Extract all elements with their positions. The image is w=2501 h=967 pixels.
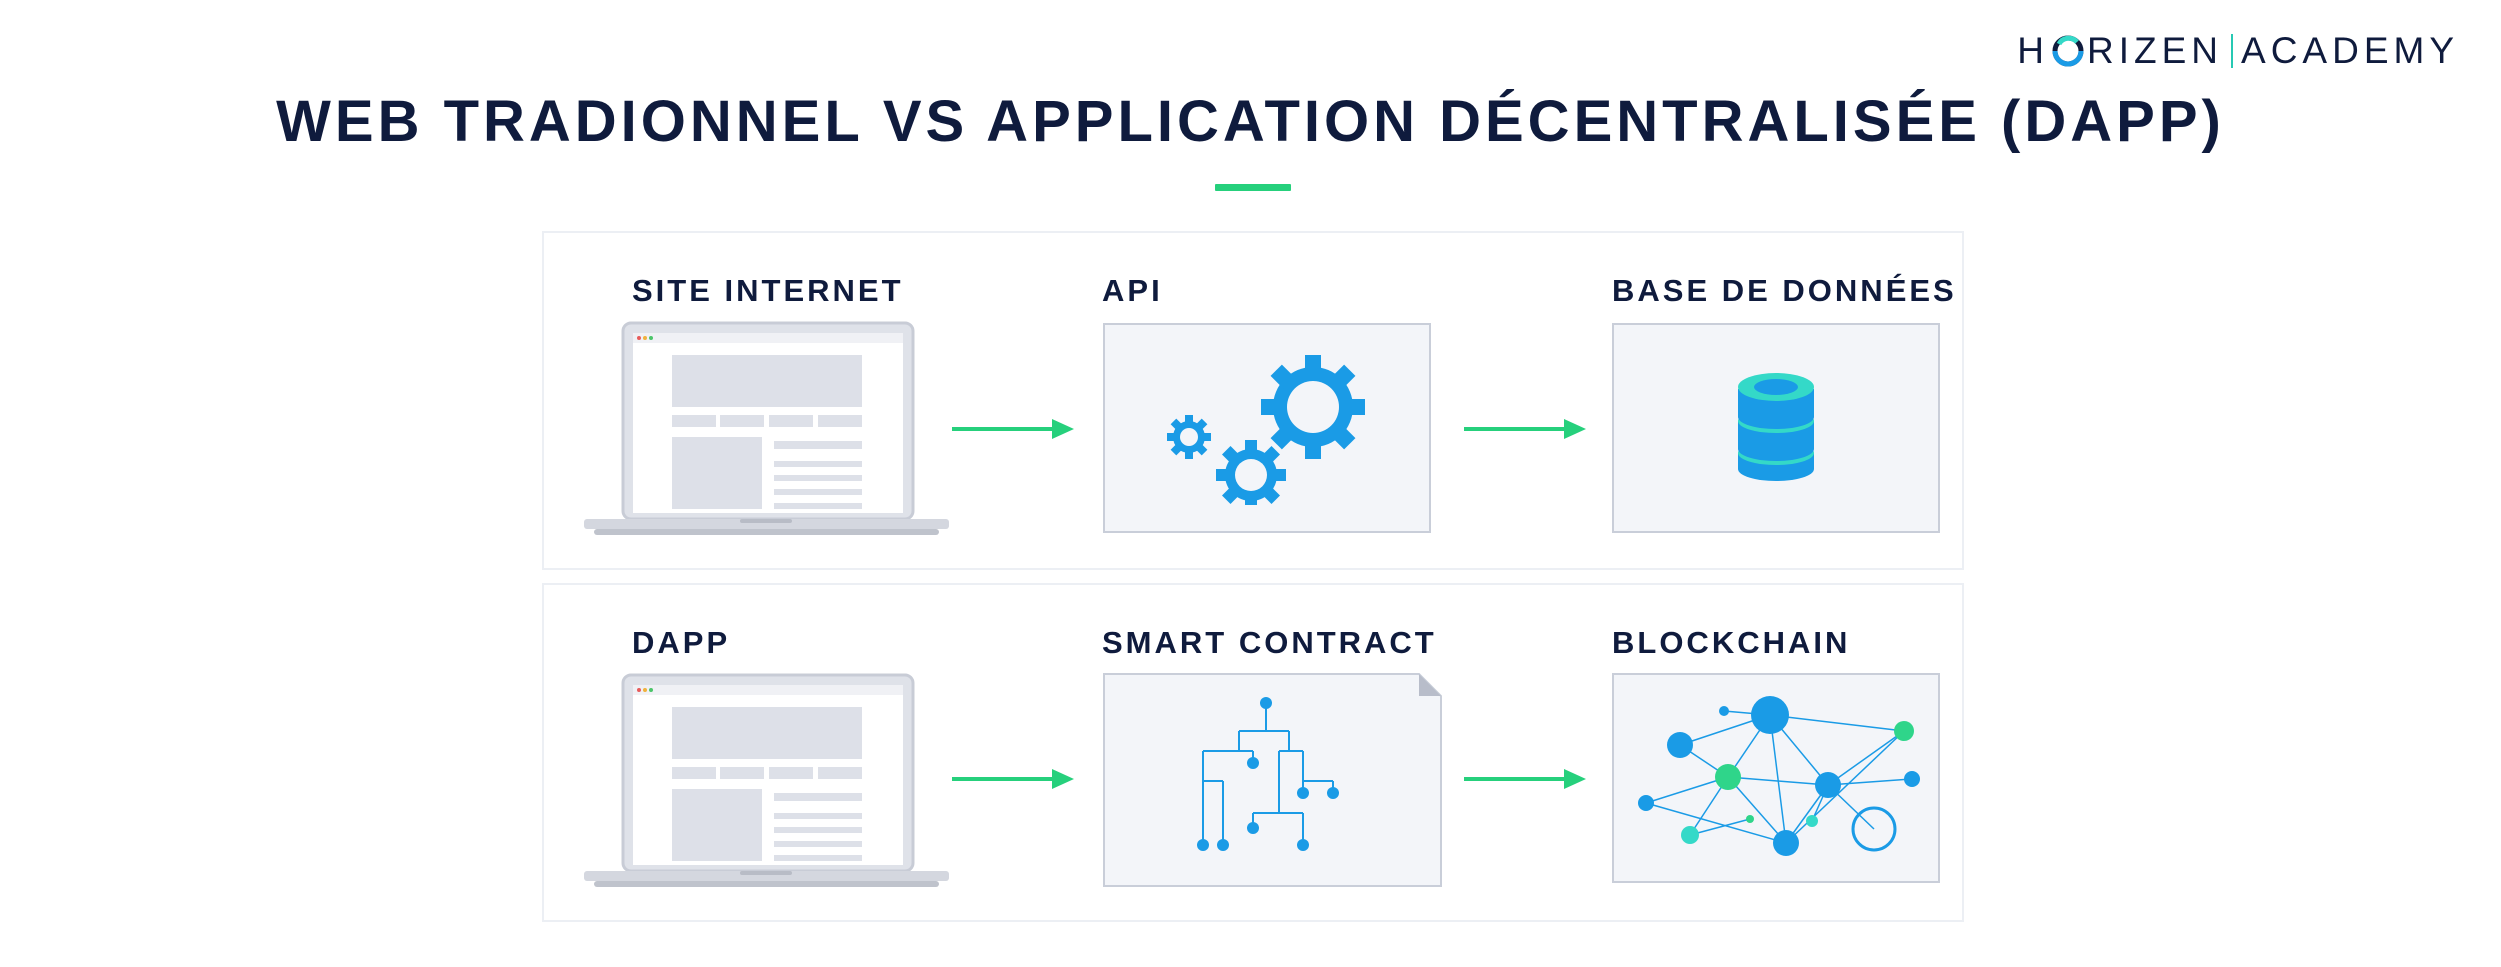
- panel-traditional-web: SITE INTERNET API BASE DE DONNÉES: [542, 231, 1964, 570]
- title-underline: [1215, 184, 1291, 191]
- label-api: API: [1102, 273, 1163, 308]
- brand-separator: [2231, 34, 2234, 68]
- blockchain-network-icon: [1638, 696, 1920, 856]
- api-box: [1103, 323, 1431, 533]
- panel-dapp: DAPP SMART CONTRACT BLOCKCHAIN: [542, 583, 1964, 922]
- arrow-right-icon: [1464, 769, 1586, 789]
- brand-logo: H RIZEN ACADEMY: [2017, 30, 2459, 72]
- brand-letter-h: H: [2017, 30, 2050, 71]
- label-blockchain: BLOCKCHAIN: [1612, 625, 1851, 660]
- arrow-right-icon: [1464, 419, 1586, 439]
- arrow-right-icon: [952, 769, 1074, 789]
- arrow-right-icon: [952, 419, 1074, 439]
- database-box: [1612, 323, 1940, 533]
- laptop-website-icon: [584, 321, 949, 535]
- brand-name: RIZEN: [2087, 30, 2224, 71]
- label-site-internet: SITE INTERNET: [632, 273, 904, 308]
- label-dapp: DAPP: [632, 625, 731, 660]
- page-title: WEB TRADIONNEL VS APPLICATION DÉCENTRALI…: [276, 89, 2225, 154]
- gears-icon: [1167, 355, 1365, 505]
- brand-suffix: ACADEMY: [2241, 30, 2459, 71]
- smart-contract-tree-icon: [1103, 673, 1442, 887]
- label-smart-contract: SMART CONTRACT: [1102, 625, 1437, 660]
- horizen-ring-icon: [2052, 35, 2084, 67]
- laptop-dapp-icon: [584, 673, 949, 887]
- label-base-de-donnees: BASE DE DONNÉES: [1612, 273, 1957, 308]
- database-icon: [1738, 373, 1814, 481]
- blockchain-box: [1612, 673, 1940, 883]
